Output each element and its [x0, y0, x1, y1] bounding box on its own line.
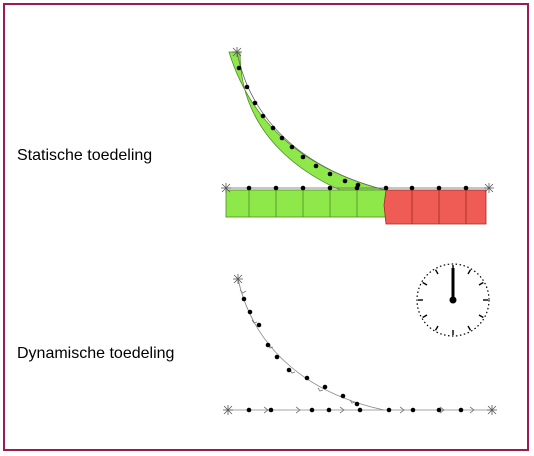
slide-frame [3, 3, 529, 451]
static-network [221, 47, 494, 225]
dynamic-left-node-icon [223, 405, 233, 415]
dynamic-right-node-icon [487, 405, 497, 415]
clock-icon [416, 263, 490, 337]
static-assignment-label: Statische toedeling [17, 147, 153, 164]
dynamic-direction-arrows [239, 289, 475, 414]
dynamic-main-vehicles [246, 407, 464, 413]
dynamic-assignment-label: Dynamische toedeling [17, 345, 175, 362]
dynamic-network [223, 274, 497, 415]
static-right-node-icon [484, 183, 494, 193]
static-start-node-icon [232, 47, 242, 57]
dynamic-curve-link [237, 278, 385, 411]
static-green-block [225, 189, 387, 218]
static-curve-band [228, 51, 386, 206]
static-red-block [383, 189, 487, 225]
static-curve-vehicles [236, 65, 361, 188]
static-main-vehicles [246, 185, 469, 191]
dynamic-start-node-icon [233, 274, 243, 284]
dynamic-curve-vehicles [241, 296, 360, 407]
static-left-node-icon [221, 183, 231, 193]
